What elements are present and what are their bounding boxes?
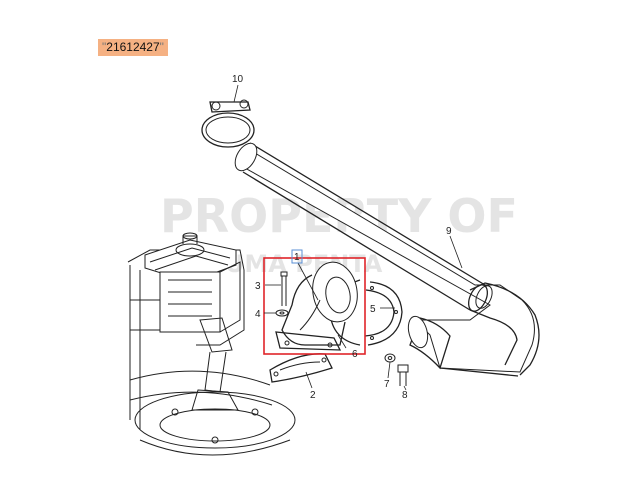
air-pipe-part-9 bbox=[234, 142, 540, 377]
callout-leaders bbox=[233, 84, 463, 391]
callout-4: 4 bbox=[255, 309, 261, 320]
exhaust-elbow-part-1 bbox=[275, 261, 358, 351]
hose-clamp-part-10 bbox=[201, 99, 255, 148]
callout-9: 9 bbox=[446, 226, 452, 237]
part-number-label: "21612427" bbox=[98, 39, 168, 56]
callout-5: 5 bbox=[370, 304, 376, 315]
callout-7: 7 bbox=[384, 379, 390, 390]
washer-part-7 bbox=[384, 353, 396, 363]
part-number: 21612427 bbox=[106, 40, 160, 54]
callout-3: 3 bbox=[255, 281, 261, 292]
callout-8: 8 bbox=[402, 390, 408, 401]
gasket-part-2 bbox=[269, 353, 333, 383]
highlight-box bbox=[263, 257, 366, 355]
bolt-part-3 bbox=[280, 271, 288, 306]
screw-part-8 bbox=[397, 364, 409, 386]
engine-block bbox=[127, 232, 296, 456]
callout-6: 6 bbox=[352, 349, 358, 360]
callout-1-box bbox=[291, 249, 303, 264]
callout-10: 10 bbox=[232, 74, 244, 85]
callout-labels: 1 2 3 4 5 6 7 8 9 10 bbox=[232, 74, 452, 401]
callout-2: 2 bbox=[310, 390, 316, 401]
washer-part-4 bbox=[275, 309, 289, 317]
callout-1: 1 bbox=[294, 252, 300, 263]
